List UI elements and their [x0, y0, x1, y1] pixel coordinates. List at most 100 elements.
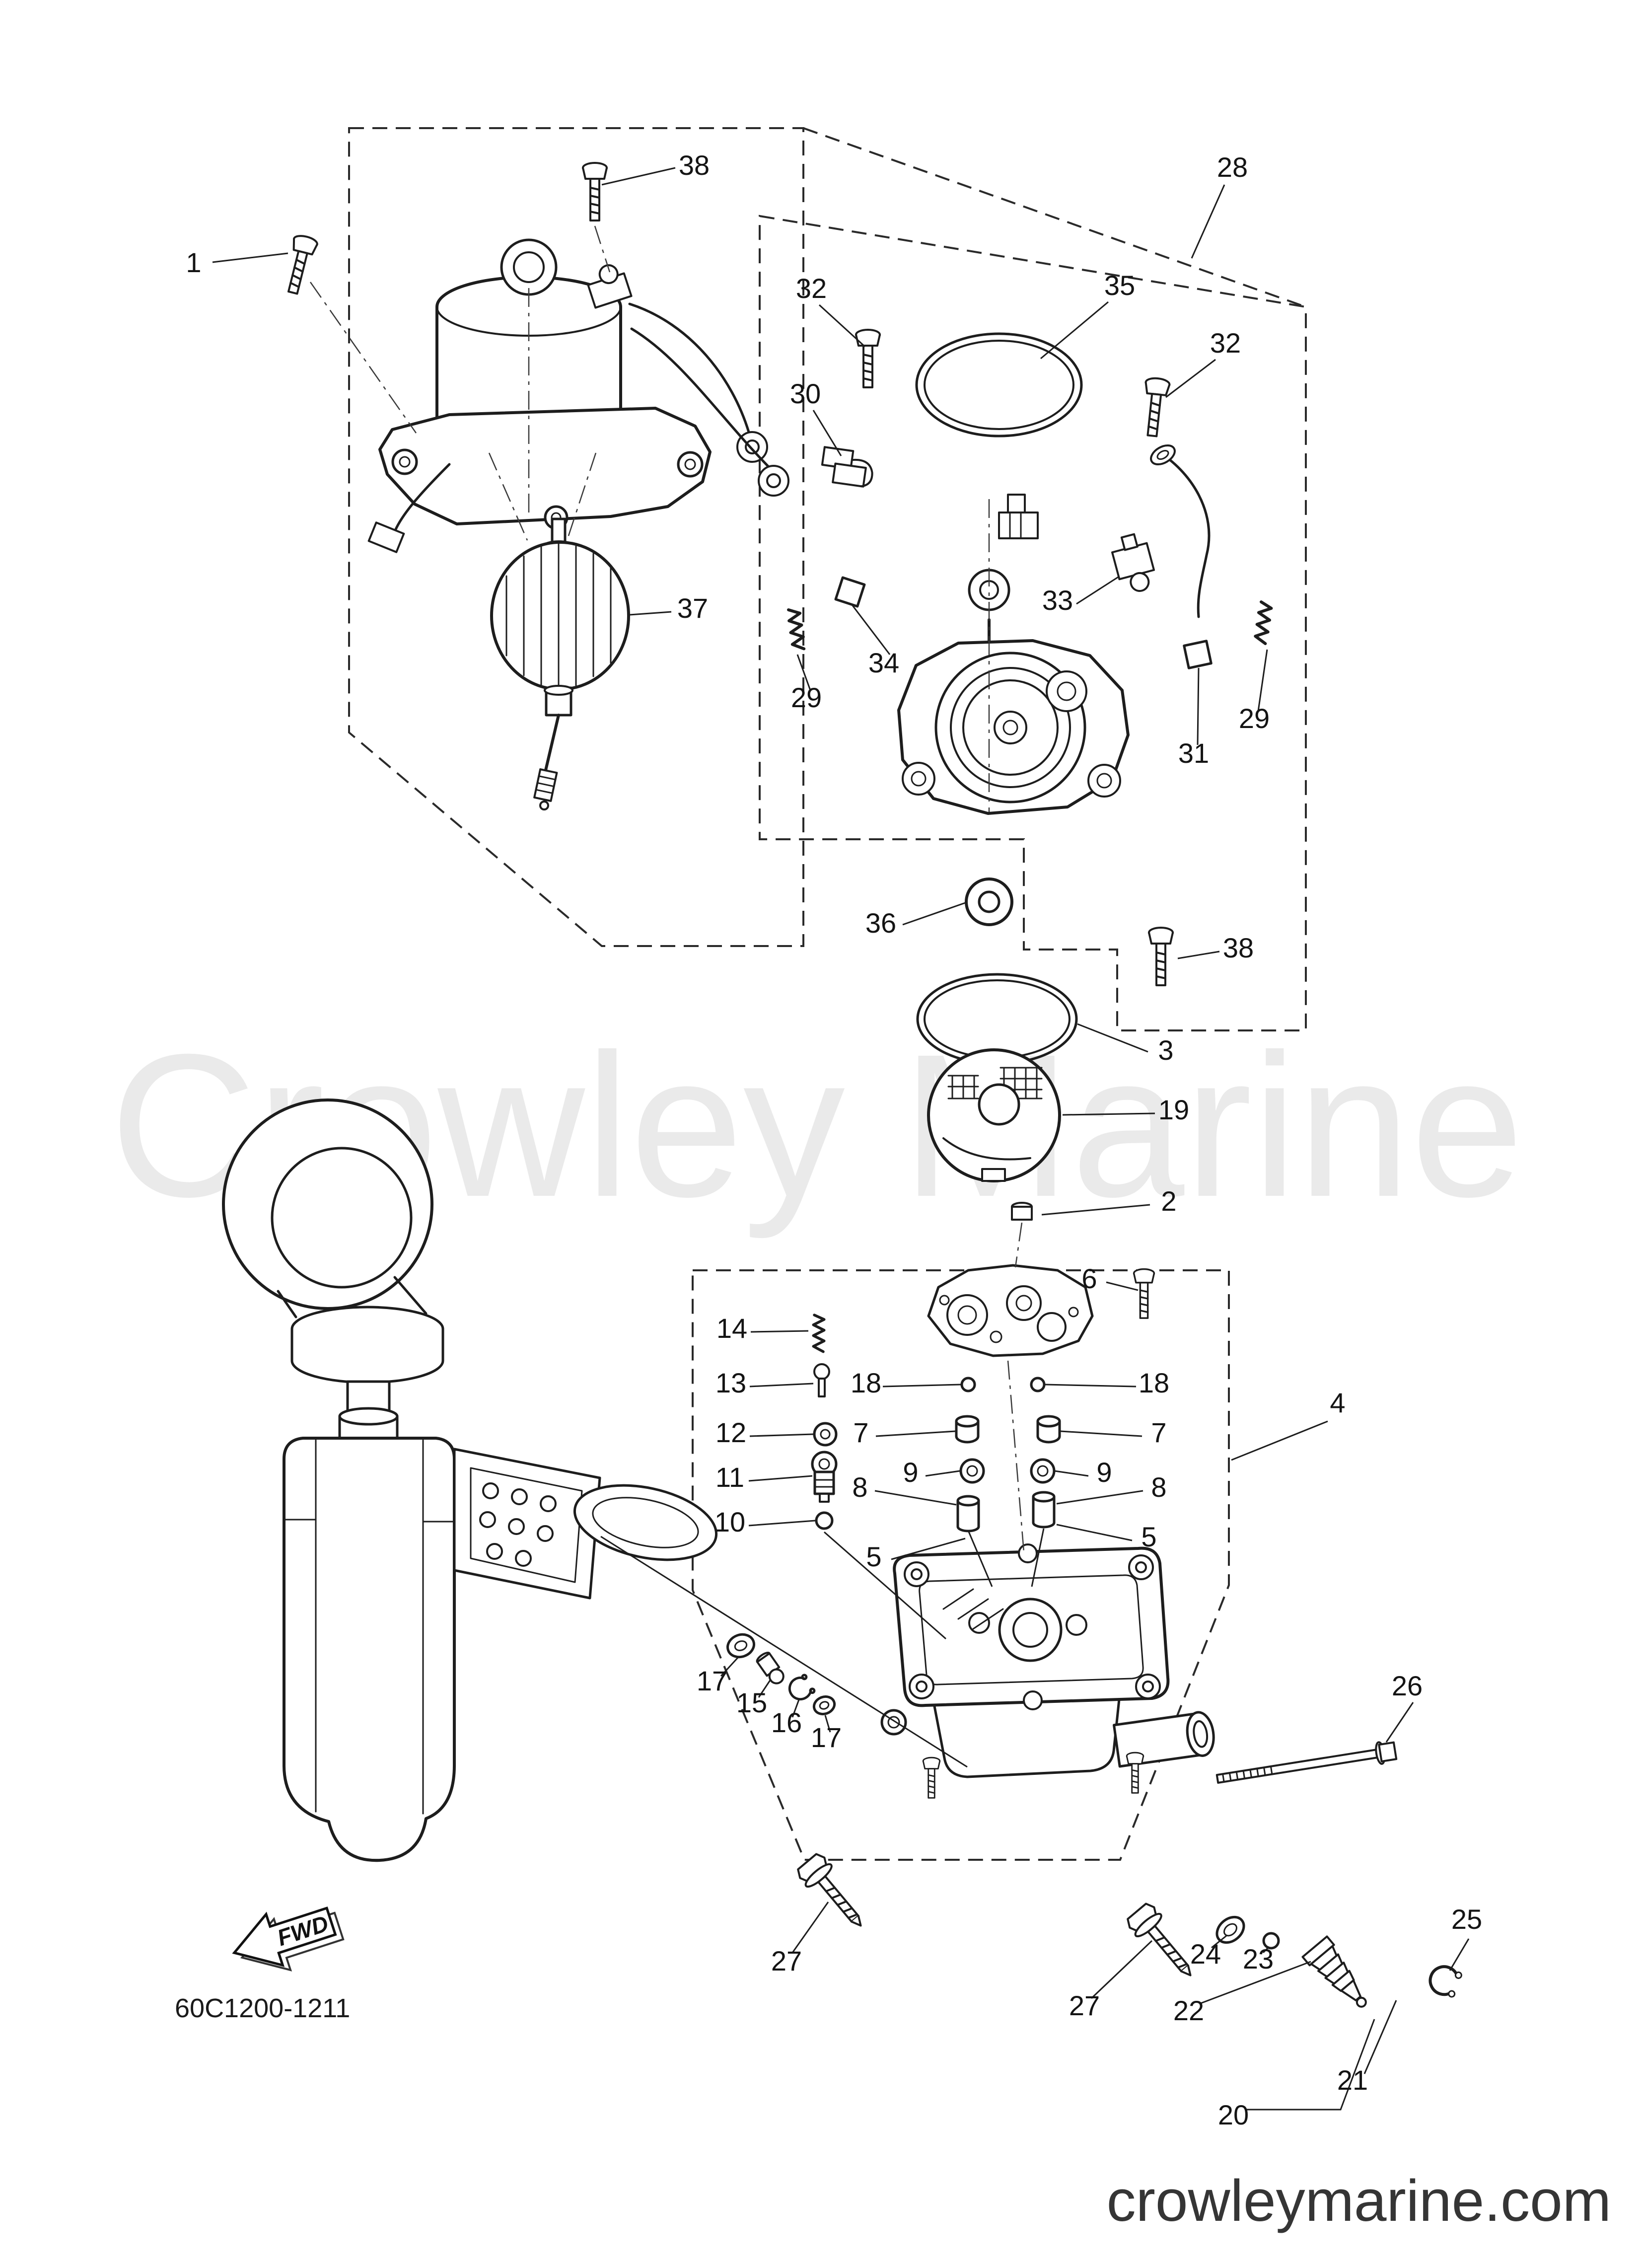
washer-24 — [1215, 1915, 1245, 1944]
callout-9-left: 9 — [903, 1457, 918, 1488]
callout-22: 22 — [1173, 1995, 1204, 2026]
callout-10: 10 — [714, 1506, 745, 1537]
callout-24: 24 — [1190, 1938, 1221, 1970]
valve-13 — [813, 1363, 830, 1397]
callout-37: 37 — [677, 592, 708, 624]
assembly-axis-lines — [309, 225, 1025, 1552]
motor-wire-1 — [628, 302, 750, 434]
leader-lines — [212, 167, 1470, 2111]
callout-7-right: 7 — [1151, 1417, 1166, 1448]
callout-27-right: 27 — [1069, 1990, 1100, 2021]
callout-9-right: 9 — [1096, 1457, 1112, 1488]
wire-connector — [367, 521, 405, 553]
small-seals-drawing — [726, 1633, 836, 1716]
callout-31: 31 — [1178, 737, 1209, 769]
callout-36: 36 — [865, 907, 896, 939]
bolt-27-left — [793, 1850, 874, 1937]
oring-9-left — [959, 1458, 985, 1484]
callout-27-left: 27 — [771, 1945, 802, 1976]
callout-38-top: 38 — [679, 149, 710, 181]
screw-38-bottom — [1148, 927, 1174, 986]
spring-14 — [813, 1315, 824, 1352]
callout-4: 4 — [1330, 1387, 1345, 1418]
tilt-unit-drawing — [222, 1098, 718, 1862]
callout-7-left: 7 — [853, 1417, 868, 1448]
connector-31 — [1183, 640, 1213, 669]
spring-29-right — [1255, 602, 1272, 644]
fwd-arrow-body — [232, 1906, 337, 1967]
callout-5-right: 5 — [1141, 1521, 1156, 1552]
callout-5-left: 5 — [866, 1541, 881, 1572]
callout-15: 15 — [736, 1687, 767, 1718]
callout-20: 20 — [1218, 2099, 1249, 2130]
assembly-guide-lines — [600, 1528, 1045, 1768]
callout-19: 19 — [1158, 1094, 1189, 1125]
bolt-26 — [1215, 1741, 1398, 1784]
valve-parts-drawing — [811, 1315, 1060, 1531]
boundary-box-motor — [348, 127, 804, 947]
filter-19 — [927, 1048, 1061, 1182]
callout-29-right: 29 — [1239, 703, 1270, 734]
lead-washer — [1150, 444, 1176, 465]
pump-upper-drawing — [787, 329, 1272, 986]
callout-16: 16 — [771, 1707, 802, 1738]
callout-30: 30 — [790, 378, 821, 409]
washer-17-a — [726, 1633, 755, 1659]
oring-35 — [915, 332, 1083, 438]
armature-37-drawing — [490, 517, 630, 810]
cap-7-left — [956, 1416, 978, 1442]
pump-lower-body — [880, 1543, 1215, 1799]
washer-17-b — [812, 1695, 836, 1716]
plug-15 — [756, 1652, 785, 1684]
oring-23 — [1262, 1932, 1280, 1950]
boundary-box-pump-28 — [759, 215, 1307, 1031]
sleeve-8-left — [958, 1496, 979, 1531]
pump-motor-base — [897, 494, 1130, 815]
bolt-6 — [1133, 1268, 1155, 1319]
motor-flange — [378, 407, 712, 525]
callout-6: 6 — [1081, 1263, 1097, 1294]
callout-12: 12 — [715, 1417, 746, 1448]
boundary-diagonal — [803, 127, 1306, 308]
pump-gear-plate — [927, 1264, 1094, 1357]
callout-23: 23 — [1243, 1943, 1274, 1975]
callout-34: 34 — [868, 647, 899, 678]
callout-3: 3 — [1158, 1034, 1173, 1066]
washer-12 — [813, 1422, 838, 1447]
callout-32-left: 32 — [796, 273, 827, 304]
connector-34 — [834, 576, 866, 608]
callout-11: 11 — [715, 1462, 744, 1493]
oring-10 — [815, 1511, 834, 1530]
callout-38-bottom: 38 — [1223, 932, 1254, 963]
motor-terminal — [587, 264, 633, 309]
plug-bolt-left — [922, 1756, 941, 1799]
motor-wire-3 — [394, 463, 451, 532]
callout-35: 35 — [1104, 270, 1135, 301]
ball-18-left — [960, 1377, 976, 1392]
valve-11 — [811, 1451, 838, 1503]
callout-29-left: 29 — [791, 682, 822, 713]
brush-holder-30 — [821, 446, 873, 488]
callout-32-right: 32 — [1210, 327, 1241, 359]
fasteners-drawing — [793, 1741, 1462, 2008]
callout-18-left: 18 — [851, 1367, 881, 1398]
cap-7-right — [1038, 1416, 1060, 1442]
anchor-pin-20 — [1301, 1935, 1367, 2008]
fwd-arrow: FWD — [232, 1906, 345, 1972]
callout-8-right: 8 — [1151, 1471, 1166, 1503]
motor-wire-2 — [630, 327, 771, 469]
boundary-boxes — [348, 127, 1307, 1861]
callout-28: 28 — [1217, 151, 1248, 183]
lead-wire — [1155, 449, 1211, 618]
callout-2: 2 — [1161, 1185, 1176, 1217]
motor-cap — [500, 238, 558, 296]
diagram-code: 60C1200-1211 — [175, 1993, 350, 2023]
plug-bolt-right — [1126, 1752, 1144, 1794]
callout-33: 33 — [1042, 585, 1073, 616]
motor-assembly-drawing — [280, 162, 789, 553]
fwd-arrow-shadow — [240, 1911, 345, 1972]
callout-17-b: 17 — [811, 1722, 842, 1753]
screw-38-top — [582, 162, 608, 221]
boundary-box-valves-4 — [692, 1269, 1230, 1861]
